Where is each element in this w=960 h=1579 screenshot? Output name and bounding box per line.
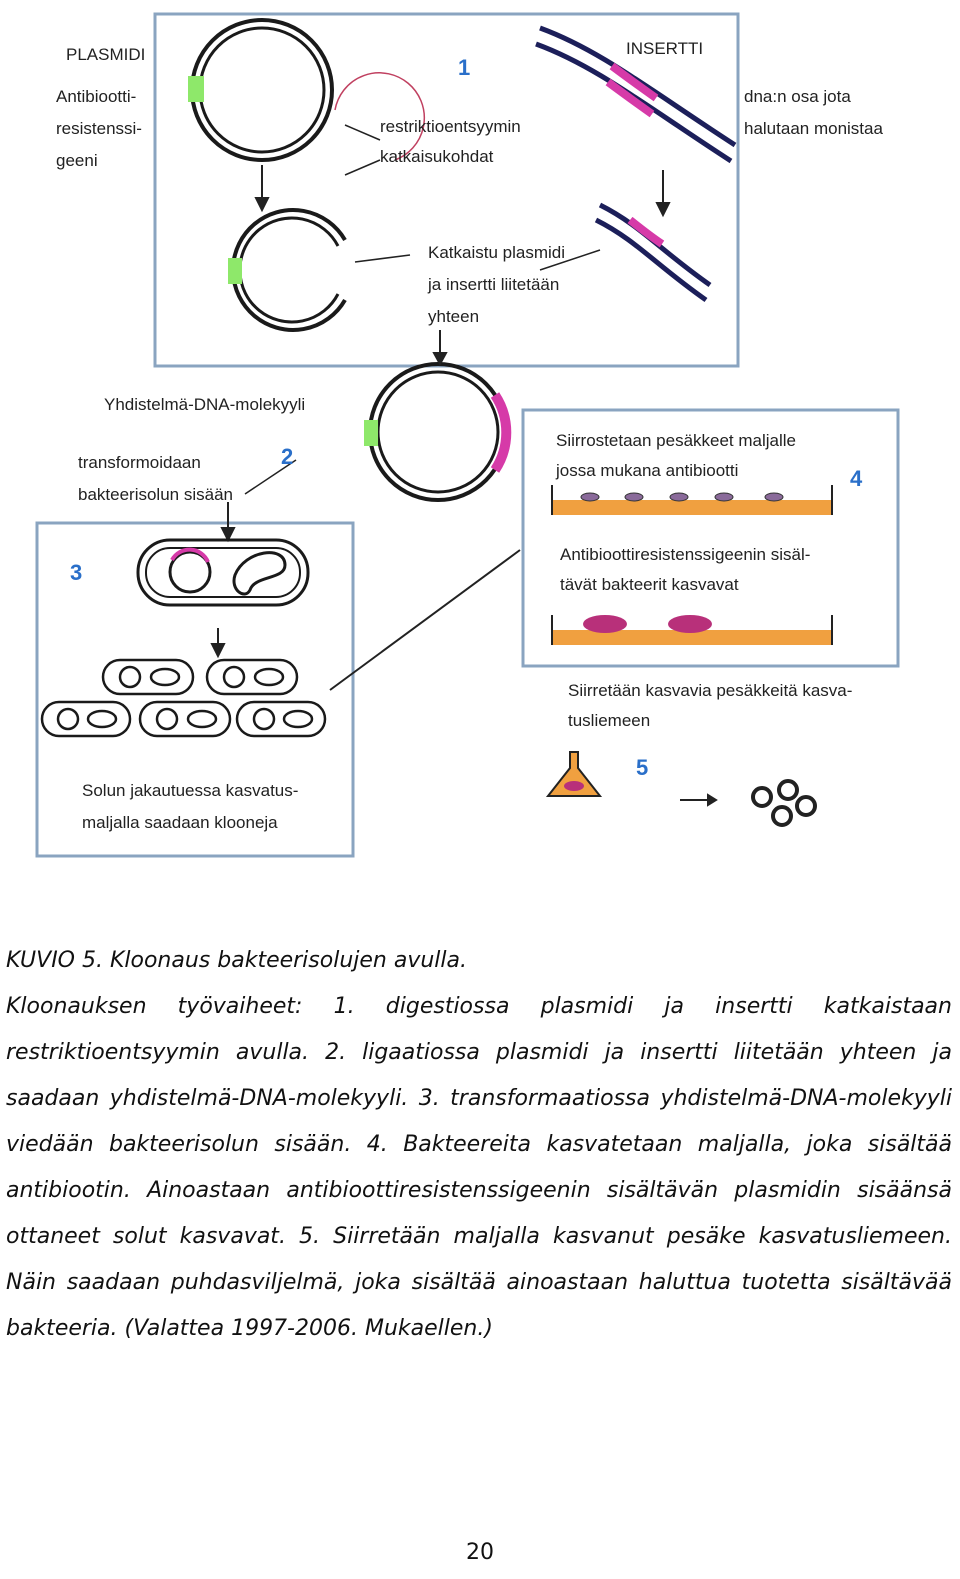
label-broth-1: Siirretään kasvavia pesäkkeitä kasva- [568,681,852,700]
label-plate-1-line-1: Siirrostetaan pesäkkeet maljalle [556,431,796,450]
leader-lines [244,124,601,495]
caption-body: Kloonauksen työvaiheet: 1. digestiossa p… [6,994,952,1341]
culture-flask-icon [545,751,603,797]
label-clones-2: maljalla saadaan klooneja [82,813,278,832]
label-transform-1: transformoidaan [78,453,201,472]
agar-plate-2 [551,615,833,645]
cloned-plasmids-icon [751,779,817,827]
label-plate-2-line-1: Antibioottiresistenssigeenin sisäl- [560,545,810,564]
label-plate-1-line-2: jossa mukana antibiootti [555,461,738,480]
label-transform-2: bakteerisolun sisään [78,485,233,504]
cut-insert [594,202,712,303]
page-number: 20 [466,1540,494,1565]
label-antibiotic-gene-1: Antibiootti- [56,87,136,106]
label-restriction-2: katkaisukohdat [380,147,494,166]
label-antibiotic-gene-2: resistenssi- [56,119,142,138]
box-step-3 [35,521,355,858]
label-plasmidi: PLASMIDI [66,45,145,64]
caption-title: KUVIO 5. Kloonaus bakteerisolujen avulla… [6,948,468,973]
step-number-2: 2 [281,444,293,469]
bacteria-clones [40,658,327,738]
label-dna-part-2: halutaan monistaa [744,119,883,138]
recombinant-plasmid [364,362,512,502]
step-number-5: 5 [636,755,648,780]
restriction-site-circle [334,72,426,161]
step-number-4: 4 [850,466,863,491]
flow-arrows [210,165,718,807]
label-restriction-1: restriktioentsyymin [380,117,521,136]
label-recombinant-dna: Yhdistelmä-DNA-molekyyli [104,395,305,414]
bacterium-large [136,538,310,607]
cut-plasmid [228,208,347,332]
insert-dna [535,25,737,164]
cloning-figure: 1 2 3 4 5 PLASMIDI Antibiootti- resisten… [35,12,900,858]
label-ligation-1: Katkaistu plasmidi [428,243,565,262]
label-antibiotic-gene-3: geeni [56,151,98,170]
label-insertti: INSERTTI [626,39,703,58]
label-ligation-2: ja insertti liitetään [427,275,559,294]
label-broth-2: tusliemeen [568,711,650,730]
step-number-3: 3 [70,560,82,585]
label-ligation-3: yhteen [428,307,479,326]
antibiotic-gene-mark [188,76,204,102]
step-number-1: 1 [458,55,470,80]
figure-caption: KUVIO 5. Kloonaus bakteerisolujen avulla… [6,938,952,1352]
agar-plate-1 [551,485,833,515]
label-clones-1: Solun jakautuessa kasvatus- [82,781,298,800]
plasmid-ring [188,18,334,162]
label-plate-2-line-2: tävät bakteerit kasvavat [560,575,739,594]
label-dna-part-1: dna:n osa jota [744,87,851,106]
box-step-4 [521,408,900,668]
